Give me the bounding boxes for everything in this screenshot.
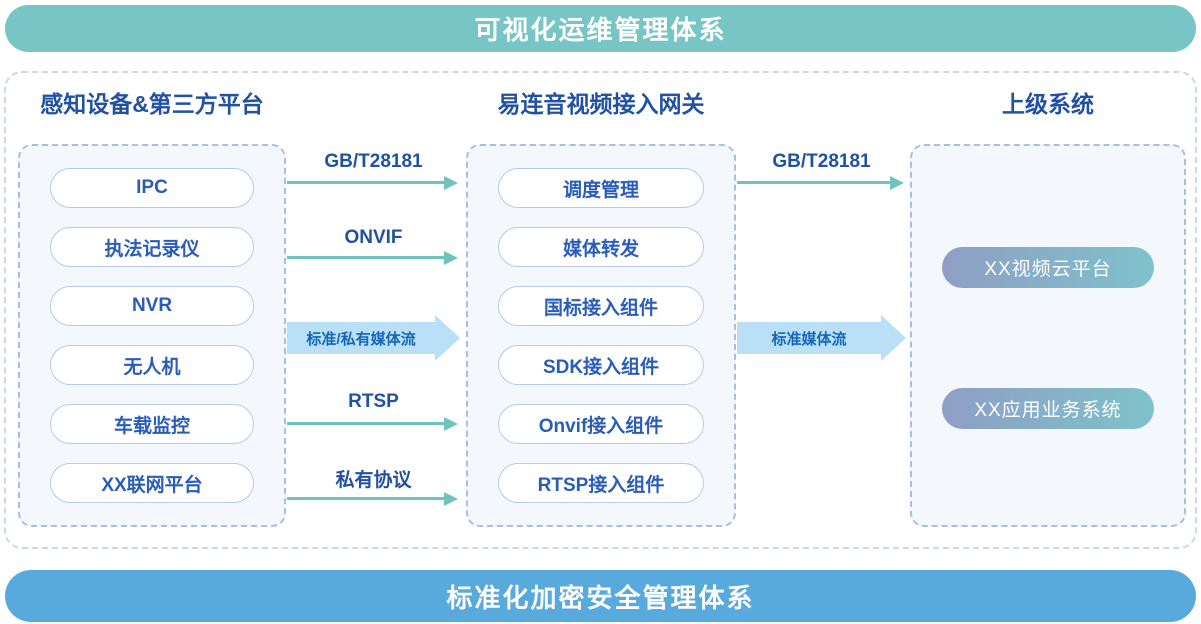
flow-label-onvif: ONVIF: [344, 227, 403, 248]
header-upper-system: 上级系统: [1002, 91, 1094, 117]
panel-upper-system: XX视频云平台 XX应用业务系统: [910, 144, 1186, 527]
bottom-banner-title: 标准化加密安全管理体系: [446, 582, 755, 613]
bottom-banner: 标准化加密安全管理体系: [5, 570, 1196, 622]
top-banner-title: 可视化运维管理体系: [474, 15, 727, 45]
top-banner: 可视化运维管理体系: [5, 5, 1196, 52]
node-media-forward: 媒体转发: [498, 227, 704, 267]
node-rtsp-access: RTSP接入组件: [498, 463, 704, 503]
flow-zone-gateway-to-upper: GB/T28181 标准媒体流: [737, 0, 906, 624]
flow-label-gbt28181-right: GB/T28181: [772, 151, 871, 172]
node-body-camera: 执法记录仪: [50, 227, 254, 267]
node-onvif-access: Onvif接入组件: [498, 404, 704, 444]
gateway-list: 调度管理 媒体转发 国标接入组件 SDK接入组件 Onvif接入组件 RTSP接…: [468, 146, 734, 525]
flow-label-gbt28181-left: GB/T28181: [324, 151, 423, 172]
header-devices: 感知设备&第三方平台: [40, 91, 264, 117]
arrow-rtsp: [287, 416, 458, 431]
panel-gateway: 调度管理 媒体转发 国标接入组件 SDK接入组件 Onvif接入组件 RTSP接…: [466, 144, 736, 527]
panel-devices: IPC 执法记录仪 NVR 无人机 车载监控 XX联网平台: [18, 144, 286, 527]
header-gateway: 易连音视频接入网关: [497, 91, 705, 117]
device-list: IPC 执法记录仪 NVR 无人机 车载监控 XX联网平台: [20, 146, 284, 525]
node-network-platform: XX联网平台: [50, 463, 254, 503]
flow-label-rtsp: RTSP: [348, 391, 399, 412]
node-gb-access: 国标接入组件: [498, 286, 704, 326]
arrow-gbt28181-right: [737, 175, 904, 190]
arrow-onvif: [287, 250, 458, 265]
node-video-cloud: XX视频云平台: [942, 247, 1154, 288]
arrow-std-private-media-stream: 标准/私有媒体流: [287, 315, 460, 361]
node-dispatch-mgmt: 调度管理: [498, 168, 704, 208]
node-app-business: XX应用业务系统: [942, 388, 1154, 429]
flow-label-private-protocol: 私有协议: [335, 470, 412, 491]
node-nvr: NVR: [50, 286, 254, 326]
arrow-gbt28181-left: [287, 175, 458, 190]
arrow-std-media-stream: 标准媒体流: [737, 315, 906, 361]
arrow-private-protocol: [287, 491, 458, 506]
node-ipc: IPC: [50, 168, 254, 208]
node-vehicle-monitor: 车载监控: [50, 404, 254, 444]
node-drone: 无人机: [50, 345, 254, 385]
node-sdk-access: SDK接入组件: [498, 345, 704, 385]
flow-zone-devices-to-gateway: GB/T28181 ONVIF 标准/私有媒体流 RTSP 私有协议: [287, 0, 460, 624]
